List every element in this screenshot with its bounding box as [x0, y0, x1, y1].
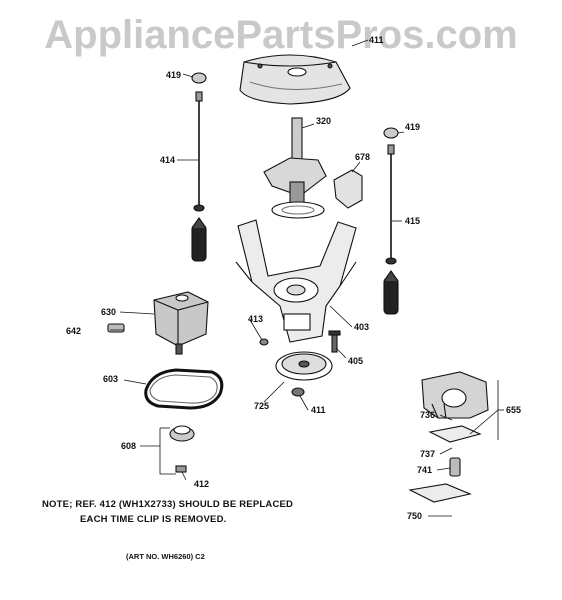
callout-630: 630: [101, 307, 116, 317]
clip-part-412: [175, 465, 187, 473]
callout-411-nut: 411: [311, 405, 326, 415]
mounting-base-403: [235, 219, 357, 343]
callout-603: 603: [103, 374, 118, 384]
callout-419-left: 419: [166, 70, 181, 80]
callout-725: 725: [254, 401, 269, 411]
cap-part-419-left: [191, 72, 207, 84]
belt-part-603: [144, 368, 224, 410]
watermark: AppliancePartsPros.com: [44, 13, 518, 57]
callout-403: 403: [354, 322, 369, 332]
note-line-1: NOTE; REF. 412 (WH1X2733) SHOULD BE REPL…: [42, 499, 294, 510]
callout-737: 737: [420, 449, 435, 459]
cap-part-419-right: [383, 127, 399, 139]
callout-412: 412: [194, 479, 209, 489]
pump-assembly-655: [421, 371, 489, 419]
callout-419-right: 419: [405, 122, 420, 132]
callout-413: 413: [248, 314, 263, 324]
plate-part-750: [408, 483, 472, 503]
suspension-rod-415: [383, 144, 399, 315]
callout-411-cover: 411: [369, 35, 384, 45]
transmission-part-320: [263, 117, 327, 219]
pulley-part-608: [169, 425, 195, 442]
callout-642: 642: [66, 326, 81, 336]
motor-part-630: [153, 291, 209, 355]
replacement-note: NOTE; REF. 412 (WH1X2733) SHOULD BE REPL…: [42, 497, 293, 527]
fitting-part-741: [449, 457, 461, 477]
callout-750: 750: [407, 511, 422, 521]
art-number: (ART NO. WH6260) C2: [126, 552, 205, 561]
callout-655: 655: [506, 405, 521, 415]
callout-678: 678: [355, 152, 370, 162]
bolt-part-405: [328, 330, 341, 353]
watermark-text: AppliancePartsPros.com: [44, 13, 518, 57]
callout-608: 608: [121, 441, 136, 451]
plate-part-737: [428, 425, 482, 443]
bracket-part-678: [333, 169, 363, 209]
pulley-part-725: [275, 351, 333, 381]
cover-part-411: [239, 54, 351, 105]
note-line-2: EACH TIME CLIP IS REMOVED.: [80, 514, 227, 525]
screw-part-413: [259, 338, 269, 346]
callout-415: 415: [405, 216, 420, 226]
suspension-rod-414: [191, 91, 207, 262]
nut-part-411: [291, 387, 305, 397]
callout-741: 741: [417, 465, 432, 475]
callout-320: 320: [316, 116, 331, 126]
clip-part-642: [107, 323, 125, 333]
callout-736: 736: [420, 410, 435, 420]
callout-405: 405: [348, 356, 363, 366]
callout-414: 414: [160, 155, 175, 165]
